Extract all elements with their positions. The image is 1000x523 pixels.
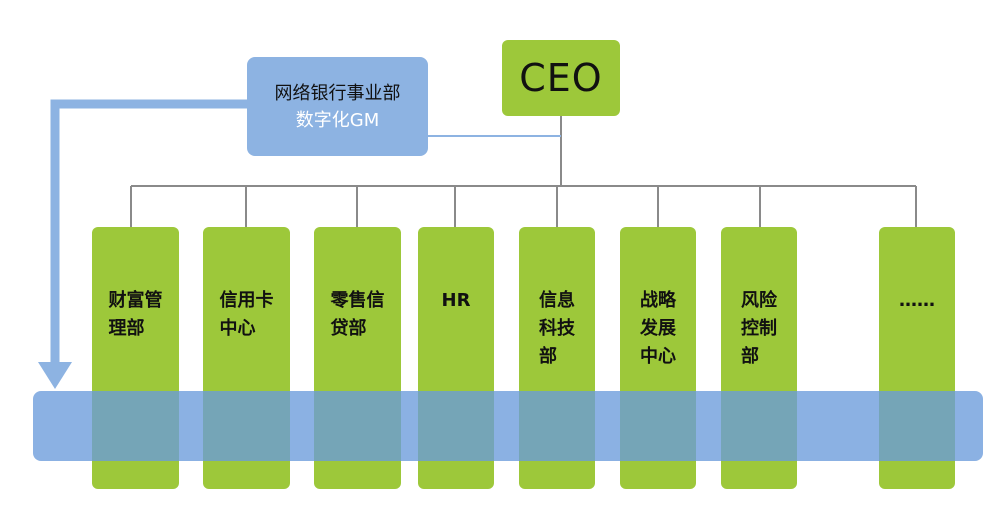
ceo-label: CEO (519, 56, 603, 100)
gm-arrow-shaft (50, 99, 247, 364)
department-label: 风险 控制 部 (741, 290, 777, 367)
department-label: 零售信 贷部 (330, 290, 385, 339)
digital-overlay-band (33, 391, 983, 461)
department-label: …… (899, 290, 935, 311)
gm-box: 网络银行事业部 数字化GM (247, 57, 428, 156)
gm-arrow-head (38, 362, 72, 389)
gm-title: 网络银行事业部 (274, 82, 401, 104)
ceo-box: CEO (502, 40, 620, 116)
department-label: 财富管 理部 (108, 290, 163, 339)
gm-subtitle: 数字化GM (295, 109, 380, 131)
department-label: 信用卡 中心 (219, 290, 274, 339)
department-label: 战略 发展 中心 (640, 290, 676, 367)
department-label: 信息 科技 部 (539, 290, 575, 367)
department-label: HR (441, 290, 471, 311)
